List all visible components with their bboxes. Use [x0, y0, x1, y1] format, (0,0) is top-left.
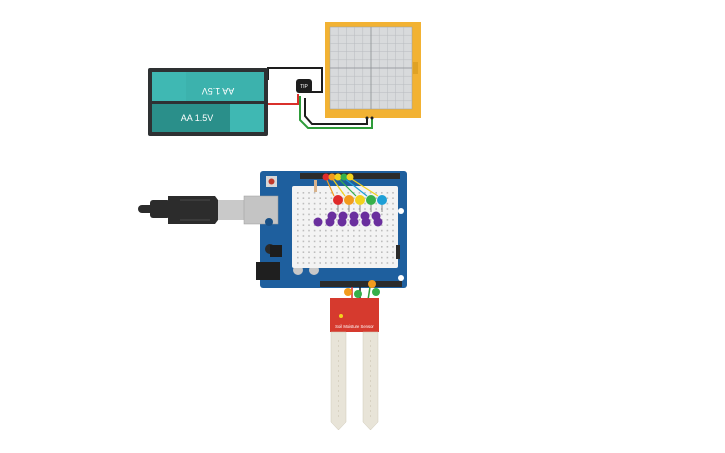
led-5[interactable]: [377, 195, 387, 205]
transistor-label: TIP: [300, 84, 308, 90]
sensor-label: Soil Moisture Sensor: [335, 324, 374, 329]
wire-green-1: [299, 96, 373, 129]
resistor-bottom-5[interactable]: [361, 217, 371, 227]
resistor-bottom-6[interactable]: [373, 217, 383, 227]
battery-cell-top: AA 1.5V: [152, 72, 264, 101]
power-jack: [256, 262, 280, 280]
transistor[interactable]: TIP: [296, 79, 312, 93]
analog-header: [320, 281, 402, 287]
resistor-bottom-3[interactable]: [337, 217, 347, 227]
header-jumpers: [325, 177, 379, 197]
battery-cell-top-label: AA 1.5V: [202, 86, 235, 96]
resistor-bottom-1[interactable]: [313, 217, 323, 227]
resistor-small: [314, 180, 317, 192]
resistor-bottom-4[interactable]: [349, 217, 359, 227]
plate-tab: [413, 62, 418, 74]
led-2[interactable]: [344, 195, 354, 205]
motor-plate[interactable]: [325, 22, 421, 120]
wire-black: [267, 67, 323, 93]
battery-pack[interactable]: AA 1.5V AA 1.5V: [148, 68, 268, 136]
header-leds: [322, 173, 354, 181]
arduino-board[interactable]: [243, 171, 407, 288]
sensor-pcb: [330, 298, 379, 332]
led-3[interactable]: [355, 195, 365, 205]
wire-black-2: [304, 98, 368, 125]
led-1[interactable]: [333, 195, 343, 205]
resistor-bottom-2[interactable]: [325, 217, 335, 227]
battery-cell-bottom-label: AA 1.5V: [181, 113, 214, 123]
soil-moisture-sensor[interactable]: Soil Moisture Sensor: [330, 280, 380, 431]
battery-cell-bottom: AA 1.5V: [152, 104, 264, 132]
usb-port: [243, 195, 279, 225]
wire-red: [268, 94, 299, 105]
led-array: [313, 195, 387, 227]
led-4[interactable]: [366, 195, 376, 205]
